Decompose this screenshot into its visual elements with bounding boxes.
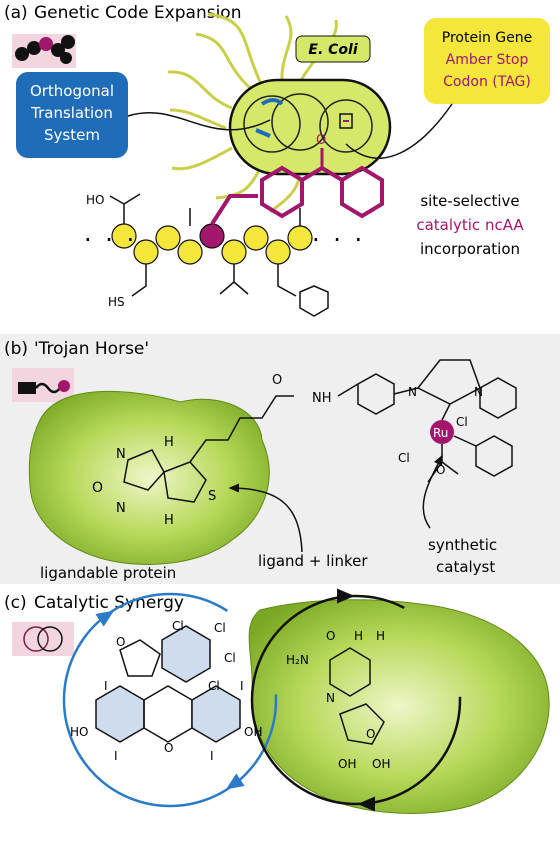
panel-c-title: Catalytic Synergy [34,593,184,613]
panel-b-title: 'Trojan Horse' [34,339,149,359]
svg-text:O: O [272,373,282,388]
ecoli-label: E. Coli [295,35,371,63]
svg-text:OH: OH [372,757,390,771]
svg-text:N: N [116,447,126,462]
svg-text:· · ·: · · · [84,226,137,254]
svg-text:H: H [164,435,174,450]
panel-a-title: Genetic Code Expansion [34,3,241,23]
ligand-linker-label: ligand + linker [258,552,368,570]
panel-b-label: (b) [4,339,28,359]
ligandable-protein-surface [28,390,270,565]
panel-c-label: (c) [4,593,27,613]
ligand-icon [12,368,74,402]
protein-gene-box: Protein Gene Amber Stop Codon (TAG) [424,18,550,104]
ecoli-cell [228,78,392,176]
svg-text:Codon (TAG): Codon (TAG) [443,74,531,90]
svg-text:OH: OH [244,725,262,739]
nadh-cofactor: H₂N O H H N O OH OH [286,629,390,771]
svg-text:Cl: Cl [224,651,236,665]
svg-text:E. Coli: E. Coli [308,42,357,58]
svg-text:O: O [92,480,103,496]
synthetic-catalyst-label-1: synthetic [428,536,497,554]
ncaa-chain-icon [12,34,76,68]
svg-text:· · ·: · · · [312,226,365,254]
svg-text:O: O [436,463,445,477]
svg-text:OH: OH [338,757,356,771]
svg-text:N: N [474,385,483,399]
svg-text:H: H [354,629,363,643]
ru-catalyst: N N Ru Cl Cl O [337,359,517,483]
svg-text:catalytic ncAA: catalytic ncAA [416,216,524,234]
svg-text:H: H [164,513,174,528]
svg-text:N: N [116,501,126,516]
svg-text:I: I [114,749,118,763]
biotin-ligand: O N N H H S O NH [92,373,332,528]
svg-text:H₂N: H₂N [286,653,309,667]
svg-text:Cl: Cl [172,619,184,633]
site-selective-caption: site-selective catalytic ncAA incorporat… [416,192,524,258]
svg-text:Translation: Translation [30,104,113,122]
svg-text:I: I [240,679,244,693]
svg-text:I: I [104,679,108,693]
catalyst-arrow [422,454,443,529]
svg-text:Orthogonal: Orthogonal [30,82,114,100]
ots-connector [127,112,271,131]
photocatalyst-dye: Cl Cl Cl Cl O I I I I HO OH O [70,619,262,763]
svg-text:HS: HS [108,295,125,309]
svg-text:Cl: Cl [214,621,226,635]
svg-text:O: O [326,629,335,643]
svg-text:H: H [376,629,385,643]
svg-text:Protein Gene: Protein Gene [442,30,532,46]
svg-text:O: O [366,727,375,741]
ots-box: Orthogonal Translation System [16,72,128,158]
enzyme-surface [248,599,550,814]
svg-text:Cl: Cl [456,415,468,429]
svg-text:O: O [164,741,173,755]
photocatalyst-cycle [62,592,278,808]
svg-text:N: N [326,691,335,705]
svg-text:Cl: Cl [208,679,220,693]
gene-connector [345,103,453,159]
synthetic-catalyst-label-2: catalyst [436,558,495,576]
ligand-arrow [228,483,303,553]
svg-text:HO: HO [70,725,88,739]
svg-text:O: O [116,635,125,649]
svg-text:HO: HO [86,193,104,207]
svg-text:S: S [208,489,216,504]
enzyme-cycle [250,594,462,806]
svg-text:site-selective: site-selective [420,192,519,210]
svg-text:Ru: Ru [433,426,448,440]
svg-text:O: O [316,133,326,148]
peptide-chain: · · · · · · HO HS O [84,133,384,317]
svg-text:N: N [408,385,417,399]
svg-text:I: I [210,749,214,763]
svg-text:NH: NH [312,391,332,406]
svg-text:Amber Stop: Amber Stop [446,52,529,68]
svg-text:System: System [44,126,100,144]
svg-text:Cl: Cl [398,451,410,465]
svg-text:incorporation: incorporation [420,240,520,258]
ligandable-protein-label: ligandable protein [40,564,176,582]
synergy-cycle-icon [12,622,74,656]
panel-a-label: (a) [4,3,28,23]
